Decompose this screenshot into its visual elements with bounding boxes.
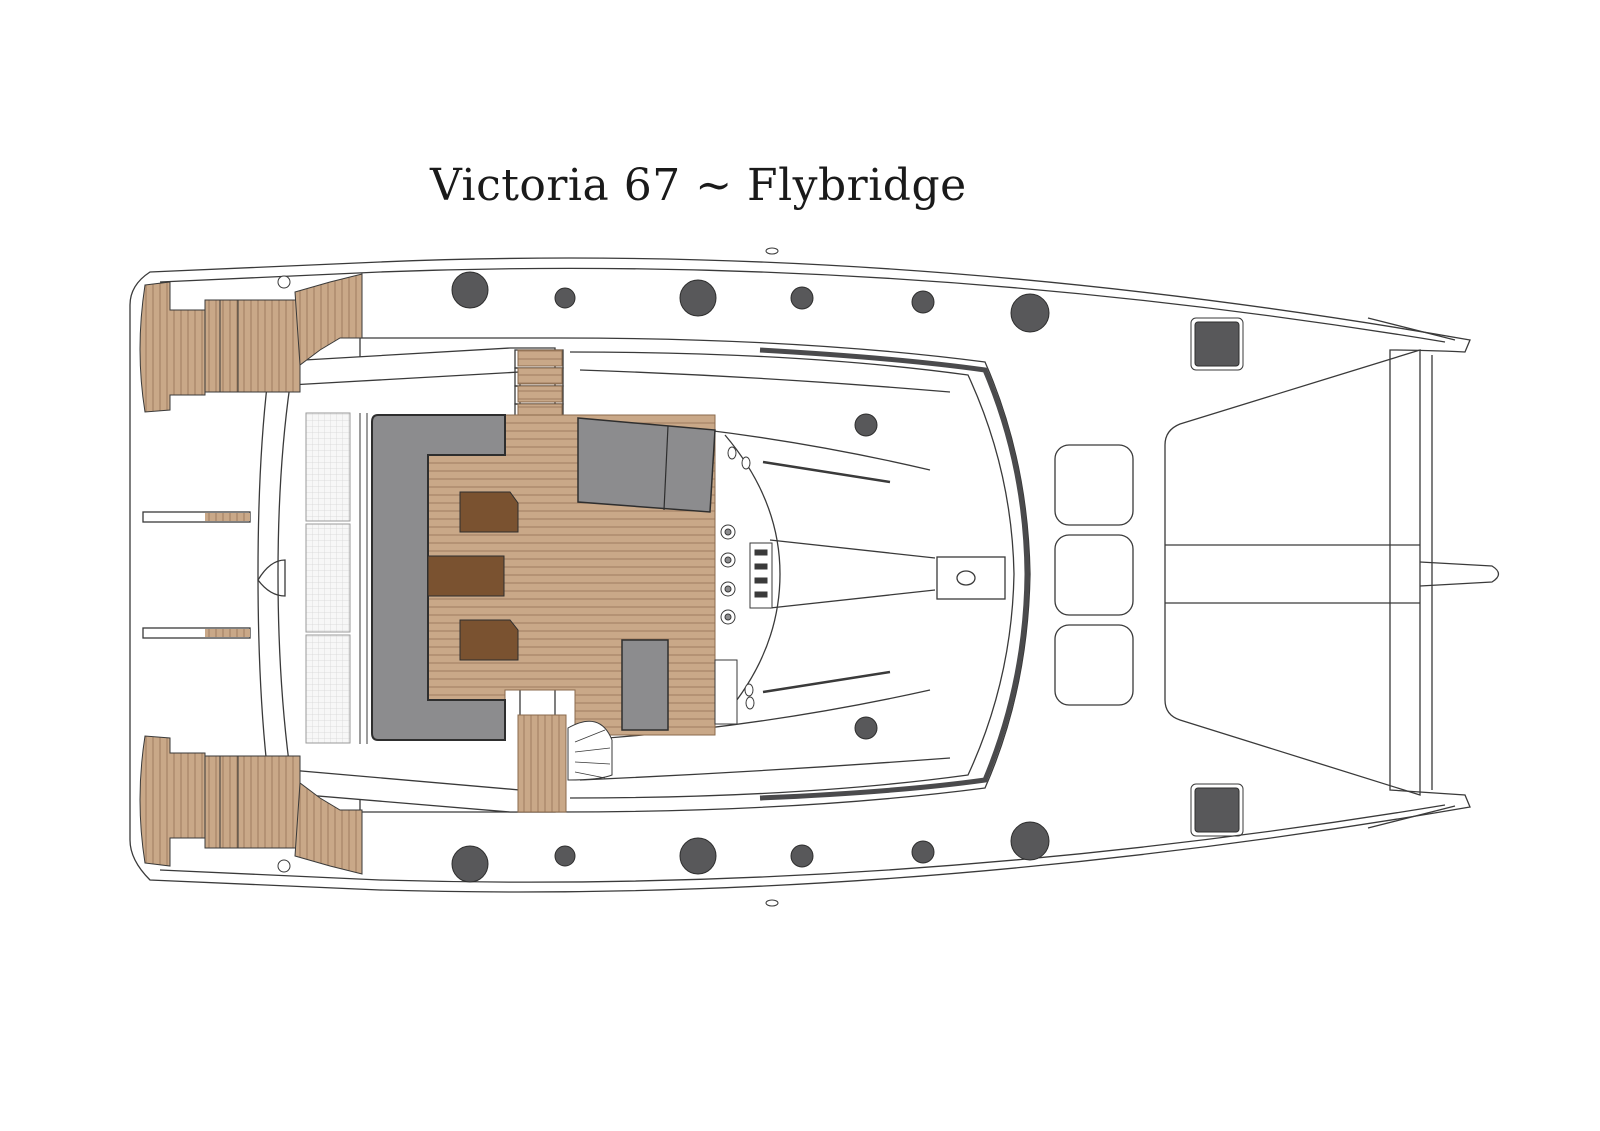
forward-hatch-port [1194,321,1240,367]
trampoline [1164,349,1421,796]
roof-hatch [936,556,1006,600]
swim-platform-starboard [139,735,363,875]
porthole [451,271,489,309]
forward-hatch-starboard [1194,787,1240,833]
forward-sunpad-cushion [577,417,716,513]
table-top-upper [459,491,519,533]
table-centre [427,555,505,597]
table-top-lower [459,619,519,661]
helm-seat-cushion [621,639,669,731]
stair-treads [517,714,567,813]
aft-lounge-cushion [371,414,506,741]
swim-platform-port [139,273,363,413]
drawing-title: Victoria 67 ~ Flybridge [430,160,967,211]
bowsprit [1419,561,1500,587]
